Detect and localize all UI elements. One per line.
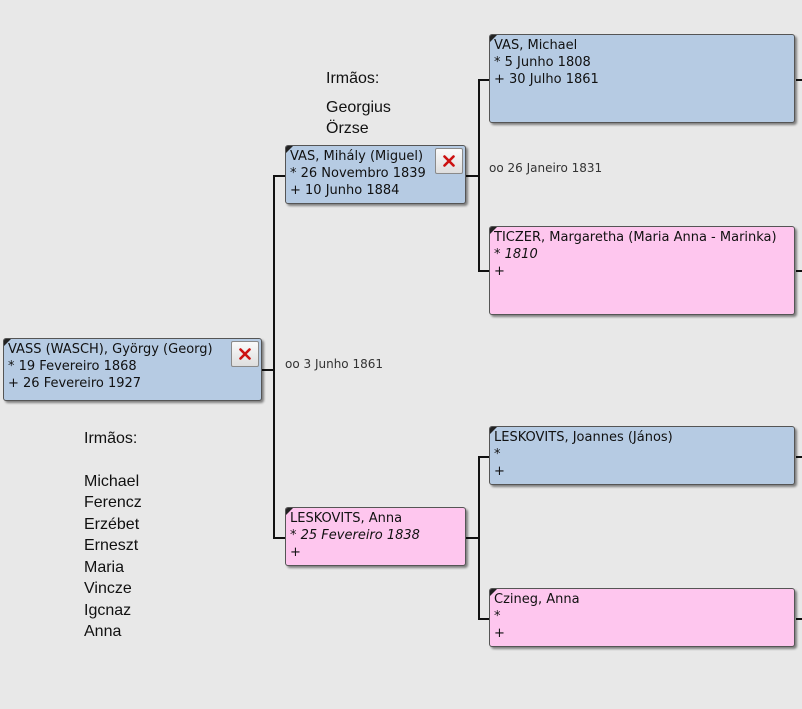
parents-marriage-date: oo 3 Junho 1861 [285,357,383,371]
person-name: LESKOVITS, Joannes (János) [494,430,673,445]
sibling-name: Vincze [84,580,132,597]
person-birth: * 1810 [494,247,538,262]
person-card-mother[interactable]: LESKOVITS, Anna * 25 Fevereiro 1838 + [285,507,466,566]
card-corner-marker [490,427,497,434]
sibling-name: Ferencz [84,494,142,511]
person-name: TICZER, Margaretha (Maria Anna - Marinka… [494,230,777,245]
connector-parents-vertical [273,175,275,538]
connector-to-mother [273,537,286,539]
connector-maternal-vertical [478,456,480,620]
sibling-name: Igcnaz [84,601,132,619]
sibling-name: Michael [84,472,140,490]
person-death: + 26 Fevereiro 1927 [8,376,142,391]
person-name: Czineg, Anna [494,592,580,607]
person-death: + [494,264,505,279]
sibling-name: Erneszt [84,537,139,554]
person-death: + [290,545,301,560]
card-corner-marker [490,35,497,42]
card-corner-marker [490,227,497,234]
siblings-heading: Irmãos: [84,430,138,447]
card-corner-marker [4,339,11,346]
person-birth: * 26 Novembro 1839 [290,166,426,181]
continuation-stub [796,618,802,620]
close-icon [239,348,251,360]
person-death: + 10 Junho 1884 [290,183,400,198]
connector-mother-right [466,537,479,539]
sibling-name: Anna [84,623,122,640]
person-name: LESKOVITS, Anna [290,511,403,526]
person-name: VASS (WASCH), György (Georg) [8,342,213,357]
person-name: VAS, Michael [494,38,578,53]
connector-to-maternal-grandfather [478,456,490,458]
person-card-maternal-grandfather[interactable]: LESKOVITS, Joannes (János) * + [489,426,795,485]
person-birth: * [494,447,501,462]
connector-paternal-vertical [478,79,480,272]
person-birth: * 5 Junho 1808 [494,55,591,70]
close-icon [443,155,455,167]
person-birth: * [494,609,501,624]
sibling-name: Georgius [326,98,391,116]
person-birth: * 25 Fevereiro 1838 [290,528,420,543]
person-name: VAS, Mihály (Miguel) [290,149,424,164]
connector-to-paternal-grandmother [478,270,490,272]
sibling-name: Erzébet [84,515,140,533]
person-card-root[interactable]: VASS (WASCH), György (Georg) * 19 Fevere… [3,338,262,401]
continuation-stub [796,456,802,458]
continuation-stub [796,270,802,272]
card-corner-marker [490,589,497,596]
person-card-paternal-grandfather[interactable]: VAS, Michael * 5 Junho 1808 + 30 Julho 1… [489,34,795,123]
person-birth: * 19 Fevereiro 1868 [8,359,137,374]
connector-to-maternal-grandmother [478,618,490,620]
card-corner-marker [286,146,293,153]
root-siblings-list: Irmãos: Michael Ferencz Erzébet Erneszt … [84,428,142,643]
sibling-name: Maria [84,558,125,576]
card-corner-marker [286,508,293,515]
connector-to-paternal-grandfather [478,79,490,81]
person-death: + 30 Julho 1861 [494,72,599,87]
connector-root-right [261,369,274,371]
person-death: + [494,626,505,641]
siblings-heading: Irmãos: [326,70,380,87]
father-siblings-list: Irmãos: Georgius Örzse [326,68,391,140]
sibling-name: Örzse [326,120,369,137]
person-card-maternal-grandmother[interactable]: Czineg, Anna * + [489,588,795,647]
person-death: + [494,464,505,479]
connector-to-father [273,175,286,177]
remove-person-button[interactable] [435,148,463,174]
continuation-stub [796,79,802,81]
person-card-paternal-grandmother[interactable]: TICZER, Margaretha (Maria Anna - Marinka… [489,226,795,315]
remove-person-button[interactable] [231,341,259,367]
connector-father-right [466,175,479,177]
paternal-grandparents-marriage-date: oo 26 Janeiro 1831 [489,161,603,175]
